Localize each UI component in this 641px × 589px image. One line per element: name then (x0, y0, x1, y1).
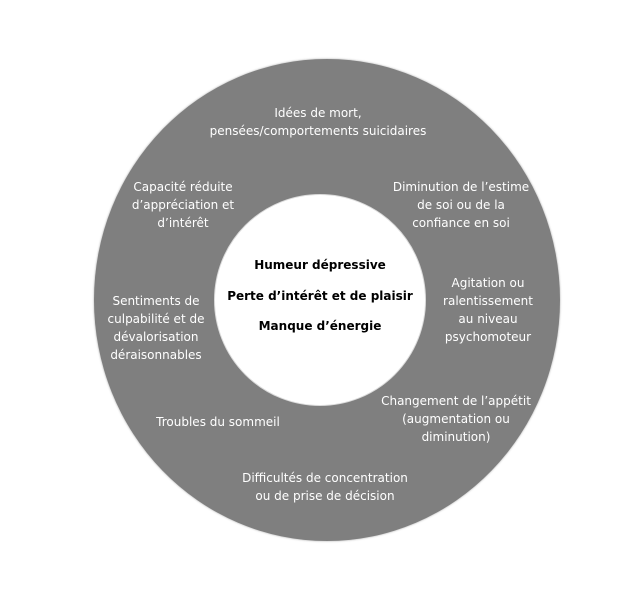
symptom-suicidal-thoughts: Idées de mort, pensées/comportements sui… (209, 106, 427, 138)
core-symptom-mood: Humeur dépressive (254, 258, 386, 272)
symptom-psychomotor: Agitation ou ralentissement au niveau ps… (443, 276, 533, 344)
core-symptom-energy: Manque d’énergie (258, 319, 382, 333)
symptom-guilt: Sentiments de culpabilité et de dévalori… (107, 294, 205, 362)
symptom-self-esteem: Diminution de l’estime de soi ou de la c… (392, 180, 530, 230)
symptom-reduced-appreciation: Capacité réduite d’appréciation et d’int… (131, 180, 235, 230)
symptom-sleep: Troubles du sommeil (156, 415, 280, 429)
center-circle (214, 194, 426, 406)
symptom-concentration: Difficultés de concentration ou de prise… (242, 471, 408, 503)
core-symptom-interest: Perte d’intérêt et de plaisir (227, 289, 413, 303)
symptom-appetite: Changement de l’appétit (augmentation ou… (381, 394, 531, 444)
